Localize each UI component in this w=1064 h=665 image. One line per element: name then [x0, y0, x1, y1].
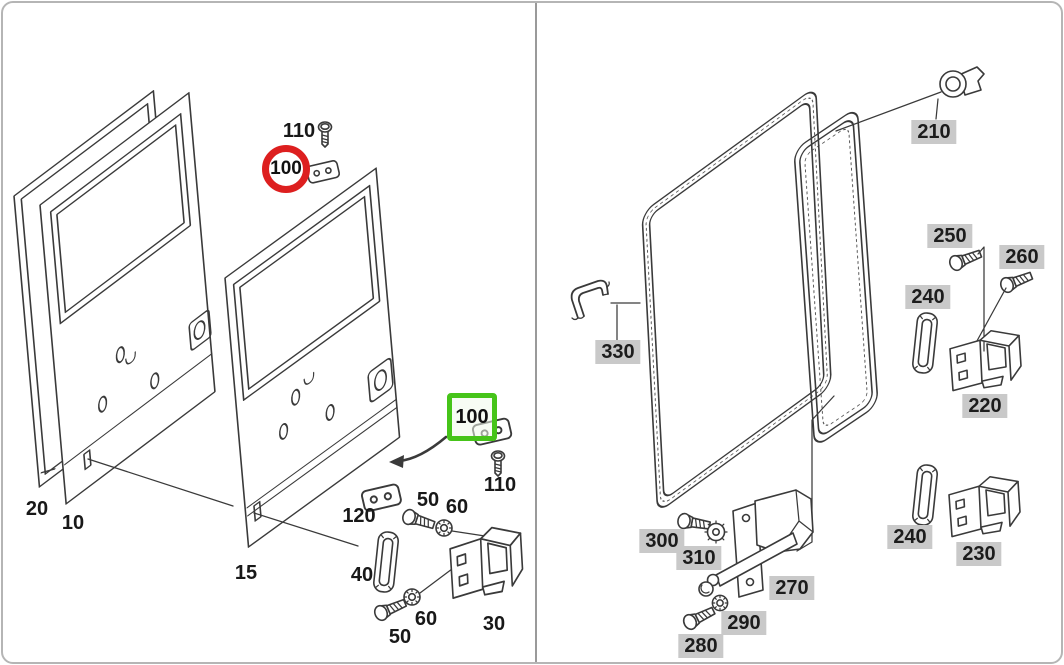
- green-callout-arrow: [389, 435, 448, 468]
- door-seal-frame-outer: [641, 91, 832, 508]
- part-label-230[interactable]: 230: [956, 542, 1002, 566]
- part-label-20[interactable]: 20: [25, 498, 49, 520]
- highlight-green-box-100[interactable]: 100: [447, 393, 497, 441]
- part-label-15[interactable]: 15: [234, 562, 258, 584]
- hinge-bracket-220: [949, 329, 1022, 392]
- washer-290: [711, 594, 729, 612]
- part-label-240-lower[interactable]: 240: [887, 525, 933, 549]
- part-label-30[interactable]: 30: [482, 613, 506, 635]
- highlight-red-circle-100[interactable]: 100: [262, 145, 310, 193]
- part-label-110-right[interactable]: 110: [483, 474, 517, 496]
- part-label-120[interactable]: 120: [342, 505, 376, 527]
- door-seal-frame-inner: [794, 111, 878, 443]
- bolt-260: [997, 267, 1035, 295]
- part-label-110-top[interactable]: 110: [282, 120, 316, 142]
- part-label-220[interactable]: 220: [962, 394, 1008, 418]
- part-label-60-upper[interactable]: 60: [445, 496, 469, 518]
- bolt-250: [946, 245, 984, 273]
- part-label-40[interactable]: 40: [350, 564, 374, 586]
- part-label-50-upper[interactable]: 50: [416, 489, 440, 511]
- part-label-210[interactable]: 210: [911, 120, 957, 144]
- part-label-250[interactable]: 250: [927, 224, 973, 248]
- check-strap-270: [698, 489, 814, 598]
- door-panel-15: [224, 167, 401, 548]
- door-panel-10: [39, 91, 216, 505]
- hinge-bracket-30: [449, 526, 524, 600]
- gasket-40: [372, 530, 400, 594]
- part-label-240-upper[interactable]: 240: [905, 285, 951, 309]
- part-label-10[interactable]: 10: [61, 512, 85, 534]
- bolt-50-upper: [400, 507, 437, 533]
- part-label-100-red: 100: [270, 158, 302, 179]
- part-label-290[interactable]: 290: [721, 611, 767, 635]
- clip-210: [939, 66, 985, 98]
- strap-270-leader: [796, 395, 835, 552]
- washer-60-lower: [403, 588, 421, 606]
- washer-60-upper: [435, 519, 453, 537]
- star-washer-310: [704, 520, 728, 544]
- bolt-280: [680, 603, 718, 633]
- part-label-280[interactable]: 280: [678, 634, 724, 658]
- hinge-bracket-230: [948, 475, 1021, 538]
- part-label-330[interactable]: 330: [595, 340, 641, 364]
- part-label-60-lower[interactable]: 60: [414, 608, 438, 630]
- clip-330: [570, 279, 610, 321]
- part-label-270[interactable]: 270: [769, 576, 815, 600]
- gasket-240-upper: [911, 311, 939, 375]
- leader-lines-left: [87, 458, 359, 547]
- clip-210-leader: [835, 91, 942, 132]
- gasket-240-lower: [911, 463, 939, 527]
- clip-330-leader: [610, 302, 641, 341]
- part-label-50-lower[interactable]: 50: [388, 626, 412, 648]
- panel-divider: [535, 3, 537, 662]
- screw-110-top: [317, 121, 333, 148]
- bolt-50-lower: [371, 595, 409, 624]
- part-label-260[interactable]: 260: [999, 245, 1045, 269]
- bolt-leaders-250-260: [971, 246, 1007, 352]
- part-label-100-green: 100: [455, 405, 489, 428]
- part-label-310[interactable]: 310: [676, 546, 722, 570]
- screw-110-right: [490, 450, 506, 477]
- retainer-plate-100-top: [305, 159, 341, 185]
